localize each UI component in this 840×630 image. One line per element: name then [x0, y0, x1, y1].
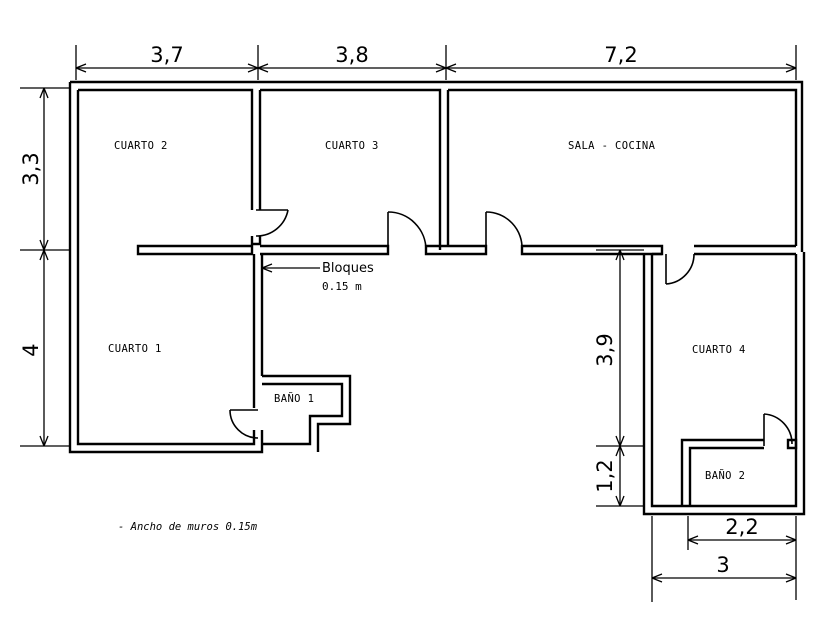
door-sala-cocina [485, 211, 523, 251]
dimension-label-left-lower: 4 [19, 343, 43, 356]
room-label-cuarto-1: CUARTO 1 [108, 343, 162, 355]
dimension-lines [20, 45, 797, 602]
dimension-label-top-right: 7,2 [604, 43, 637, 67]
door-bano-1 [229, 409, 259, 439]
doors [229, 209, 793, 446]
dimension-label-top-left: 3,7 [150, 43, 183, 67]
dimension-label-right-upper: 3,9 [593, 333, 617, 366]
room-label-bano-1: BAÑO 1 [274, 392, 314, 405]
callout-wall-thickness: 0.15 m [322, 280, 362, 293]
door-cuarto-2 [255, 209, 289, 237]
room-label-cuarto-4: CUARTO 4 [692, 344, 746, 356]
door-cuarto-3 [387, 211, 427, 251]
dimension-label-bottom-outer: 3 [716, 553, 729, 577]
dimension-label-right-lower: 1,2 [593, 459, 617, 492]
door-bano-2 [763, 413, 793, 446]
dimension-label-top-middle: 3,8 [335, 43, 368, 67]
wall-width-note: - Ancho de muros 0.15m [118, 521, 258, 533]
room-label-cuarto-3: CUARTO 3 [325, 140, 379, 152]
dimension-label-left-upper: 3,3 [19, 152, 43, 185]
room-label-sala-cocina: SALA - COCINA [568, 140, 656, 152]
bloques-callout-arrow [261, 263, 320, 273]
room-label-cuarto-2: CUARTO 2 [114, 140, 168, 152]
door-cuarto-4 [665, 253, 695, 285]
room-label-bano-2: BAÑO 2 [705, 469, 745, 482]
dimension-label-bottom-inner: 2,2 [725, 515, 758, 539]
callout-bloques: Bloques [322, 261, 374, 276]
walls [68, 80, 806, 516]
